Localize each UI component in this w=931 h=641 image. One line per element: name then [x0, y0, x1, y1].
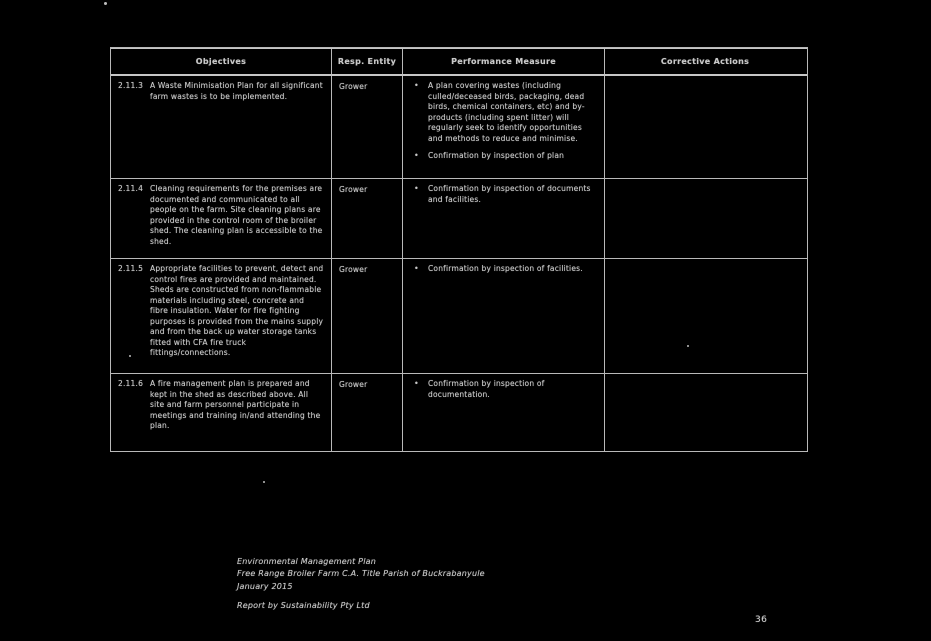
bullet-icon: • — [414, 379, 419, 388]
measure-cell: • Confirmation by inspection of document… — [403, 374, 605, 451]
measure-text: A plan covering wastes (including culled… — [428, 81, 585, 143]
objective-text: A fire management plan is prepared and k… — [150, 379, 321, 430]
corrective-cell — [605, 76, 805, 178]
bullet-icon: • — [414, 151, 419, 160]
objective-cell: 2.11.5 Appropriate facilities to prevent… — [111, 259, 332, 373]
objective-cell: 2.11.6 A fire management plan is prepare… — [111, 374, 332, 451]
bullet-icon: • — [414, 264, 419, 273]
list-item: • Confirmation by inspection of faciliti… — [414, 264, 597, 275]
scan-artifact — [263, 481, 265, 483]
footer-report-by: Report by Sustainability Pty Ltd — [237, 601, 370, 610]
header-performance-measure: Performance Measure — [403, 49, 605, 74]
page-number: 36 — [755, 615, 768, 625]
bullet-icon: • — [414, 81, 419, 90]
list-item: • Confirmation by inspection of document… — [414, 184, 597, 205]
entity-cell: Grower — [332, 374, 403, 451]
measure-text: Confirmation by inspection of facilities… — [428, 264, 583, 273]
list-item: • A plan covering wastes (including cull… — [414, 81, 597, 144]
compliance-table: Objectives Resp. Entity Performance Meas… — [110, 47, 808, 452]
objective-id: 2.11.5 — [118, 264, 144, 273]
objective-cell: 2.11.4 Cleaning requirements for the pre… — [111, 179, 332, 258]
bullet-icon: • — [414, 184, 419, 193]
measure-list: • Confirmation by inspection of document… — [410, 379, 597, 400]
corrective-cell — [605, 374, 805, 451]
measure-text: Confirmation by inspection of documents … — [428, 184, 591, 204]
footer-title: Environmental Management Plan — [237, 557, 376, 566]
table-row: 2.11.3 A Waste Minimisation Plan for all… — [111, 76, 807, 179]
objective-cell: 2.11.3 A Waste Minimisation Plan for all… — [111, 76, 332, 178]
table-row: 2.11.4 Cleaning requirements for the pre… — [111, 179, 807, 259]
objective-text: A Waste Minimisation Plan for all signif… — [150, 81, 323, 101]
objective-text: Appropriate facilities to prevent, detec… — [150, 264, 324, 357]
corrective-cell — [605, 179, 805, 258]
measure-list: • Confirmation by inspection of document… — [410, 184, 597, 205]
measure-text: Confirmation by inspection of plan — [428, 151, 565, 160]
header-objectives: Objectives — [111, 49, 332, 74]
objective-text: Cleaning requirements for the premises a… — [150, 184, 323, 246]
objective-id: 2.11.4 — [118, 184, 144, 193]
document-footer: Environmental Management Plan Free Range… — [237, 557, 657, 594]
objective-id: 2.11.6 — [118, 379, 144, 388]
footer-date: January 2015 — [237, 581, 293, 591]
list-item: • Confirmation by inspection of plan — [414, 151, 597, 162]
objective-id: 2.11.3 — [118, 81, 144, 90]
scan-artifact — [687, 345, 689, 347]
table-row: 2.11.6 A fire management plan is prepare… — [111, 374, 807, 451]
entity-cell: Grower — [332, 259, 403, 373]
footer-subtitle: Free Range Broiler Farm C.A. Title Paris… — [237, 569, 485, 579]
entity-cell: Grower — [332, 179, 403, 258]
list-item: • Confirmation by inspection of document… — [414, 379, 597, 400]
table-header-row: Objectives Resp. Entity Performance Meas… — [111, 48, 807, 76]
measure-cell: • Confirmation by inspection of document… — [403, 179, 605, 258]
header-resp-entity: Resp. Entity — [332, 49, 403, 74]
entity-cell: Grower — [332, 76, 403, 178]
measure-list: • A plan covering wastes (including cull… — [410, 81, 597, 162]
scan-artifact — [104, 2, 107, 5]
corrective-cell — [605, 259, 805, 373]
header-corrective-actions: Corrective Actions — [660, 56, 750, 66]
measure-list: • Confirmation by inspection of faciliti… — [410, 264, 597, 275]
scan-artifact — [129, 355, 131, 357]
measure-cell: • A plan covering wastes (including cull… — [403, 76, 605, 178]
measure-text: Confirmation by inspection of documentat… — [428, 379, 545, 399]
measure-cell: • Confirmation by inspection of faciliti… — [403, 259, 605, 373]
table-row: 2.11.5 Appropriate facilities to prevent… — [111, 259, 807, 374]
